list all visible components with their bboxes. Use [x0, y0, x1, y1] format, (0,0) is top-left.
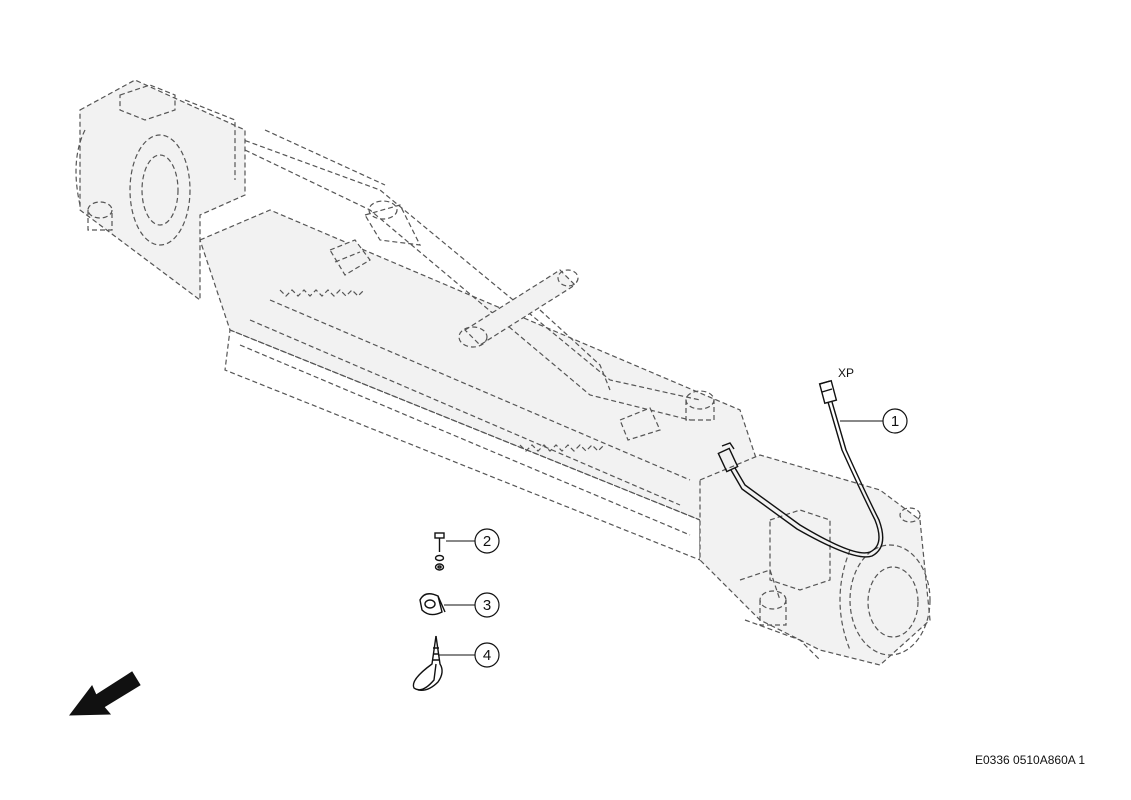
- axle-housing-phantom: [199, 129, 761, 561]
- callout-3: 3: [474, 592, 500, 618]
- svg-text:4: 4: [483, 647, 491, 664]
- cable-tie: [412, 635, 443, 692]
- callout-4: 4: [474, 642, 500, 668]
- cable-clamp: [419, 593, 446, 616]
- svg-text:2: 2: [483, 533, 491, 550]
- svg-text:3: 3: [483, 597, 491, 614]
- connector-label: XP: [838, 366, 854, 380]
- callout-2: 2: [474, 528, 500, 554]
- sensor-cable: [717, 379, 884, 558]
- left-hub-phantom: [75, 79, 246, 302]
- callout-1: 1: [882, 408, 908, 434]
- front-direction-arrow-icon: [68, 671, 141, 716]
- bolt-washer-nut: [434, 532, 445, 571]
- reference-code: E0336 0510A860A 1: [975, 753, 1086, 767]
- svg-text:1: 1: [891, 413, 899, 430]
- right-hub-phantom: [699, 454, 931, 666]
